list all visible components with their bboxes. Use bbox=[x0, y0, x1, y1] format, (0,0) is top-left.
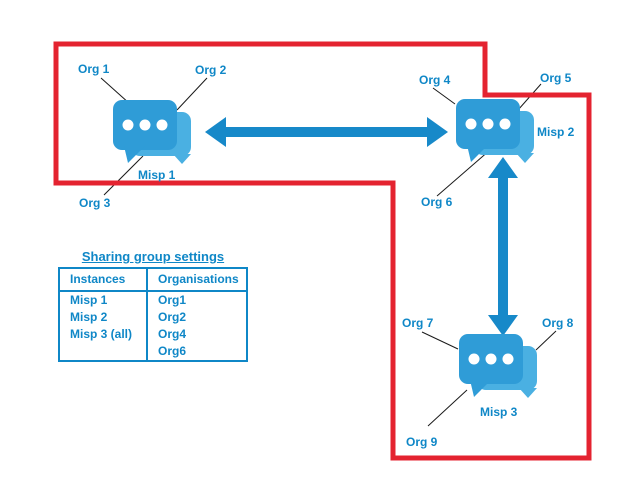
org1-label: Org 1 bbox=[78, 62, 110, 76]
table-cell: Org2 bbox=[158, 310, 187, 324]
org9-label: Org 9 bbox=[406, 435, 438, 449]
org7-label: Org 7 bbox=[402, 316, 434, 330]
sharing-group-settings-table: Instances Misp 1 Misp 2 Misp 3 (all) Org… bbox=[58, 267, 248, 362]
table-cell: Org6 bbox=[158, 344, 187, 358]
misp1-label: Misp 1 bbox=[138, 168, 176, 182]
table-cell bbox=[60, 343, 146, 360]
org3-label: Org 3 bbox=[79, 196, 111, 210]
table-cell: Misp 2 bbox=[70, 310, 108, 324]
leader-line-org3 bbox=[103, 155, 144, 196]
table-column-organisations: Organisations Org1 Org2 Org4 Org6 bbox=[146, 269, 246, 360]
misp2-icon bbox=[456, 99, 534, 163]
leader-line-org8 bbox=[535, 330, 557, 351]
misp3-icon bbox=[459, 334, 537, 398]
table-column-instances: Instances Misp 1 Misp 2 Misp 3 (all) bbox=[60, 269, 146, 360]
leader-line-org4 bbox=[432, 87, 456, 105]
org8-label: Org 8 bbox=[542, 316, 574, 330]
column-header-instances: Instances bbox=[60, 269, 146, 292]
leader-line-org7 bbox=[421, 331, 459, 350]
table-cell: Org1 bbox=[158, 293, 187, 307]
org4-label: Org 4 bbox=[419, 73, 451, 87]
org6-label: Org 6 bbox=[421, 195, 453, 209]
leader-line-org6 bbox=[436, 149, 491, 197]
leader-line-org1 bbox=[100, 77, 131, 105]
misp1-icon bbox=[113, 100, 191, 164]
misp3-label: Misp 3 bbox=[480, 405, 518, 419]
misp2-label: Misp 2 bbox=[537, 125, 575, 139]
sharing-group-boundary bbox=[53, 41, 592, 461]
table-cell: Org4 bbox=[158, 327, 187, 341]
table-cell: Misp 3 (all) bbox=[70, 327, 133, 341]
org5-label: Org 5 bbox=[540, 71, 572, 85]
org2-label: Org 2 bbox=[195, 63, 227, 77]
leader-line-org9 bbox=[427, 389, 468, 427]
sharing-group-settings-title: Sharing group settings bbox=[81, 249, 225, 264]
sync-arrow-misp2-misp3 bbox=[488, 157, 518, 336]
sync-arrow-misp1-misp2 bbox=[205, 117, 448, 147]
column-header-organisations: Organisations bbox=[148, 269, 246, 292]
table-cell: Misp 1 bbox=[70, 293, 108, 307]
leader-line-org2 bbox=[176, 77, 208, 111]
